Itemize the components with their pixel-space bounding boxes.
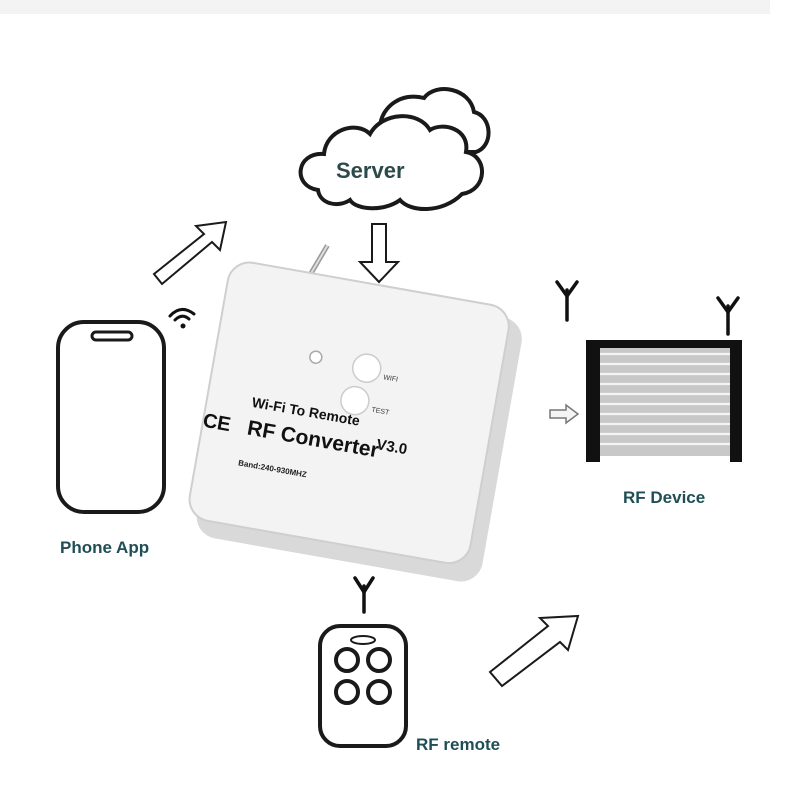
wifi-icon [168, 308, 196, 329]
phone-icon [56, 320, 166, 514]
phone-app-label: Phone App [60, 538, 150, 557]
test-button-label: TEST [371, 407, 391, 417]
shutter-icon [586, 340, 742, 462]
cloud-icon [298, 87, 491, 212]
remote-icon [318, 624, 408, 748]
antenna-icon [716, 296, 740, 336]
antenna-icon [555, 280, 579, 322]
rf-converter-device: WIFI TEST Wi-Fi To Remote V3.0 RF Conver… [188, 244, 522, 582]
rf-device-label: RF Device [623, 488, 706, 507]
converter-version: V3.0 [375, 436, 408, 458]
test-button [340, 385, 370, 416]
wifi-button-label: WIFI [383, 374, 399, 383]
arrow-phone-to-server [152, 220, 228, 286]
ce-mark: CE [201, 410, 232, 436]
wifi-button [351, 353, 382, 383]
antenna-icon [353, 576, 375, 614]
arrow-server-to-converter [357, 223, 401, 284]
arrow-remote-to-device [488, 614, 580, 688]
rf-remote-label: RF remote [416, 735, 501, 754]
server-label: Server [336, 158, 405, 183]
arrow-into-device [549, 403, 580, 425]
top-band [0, 0, 770, 14]
